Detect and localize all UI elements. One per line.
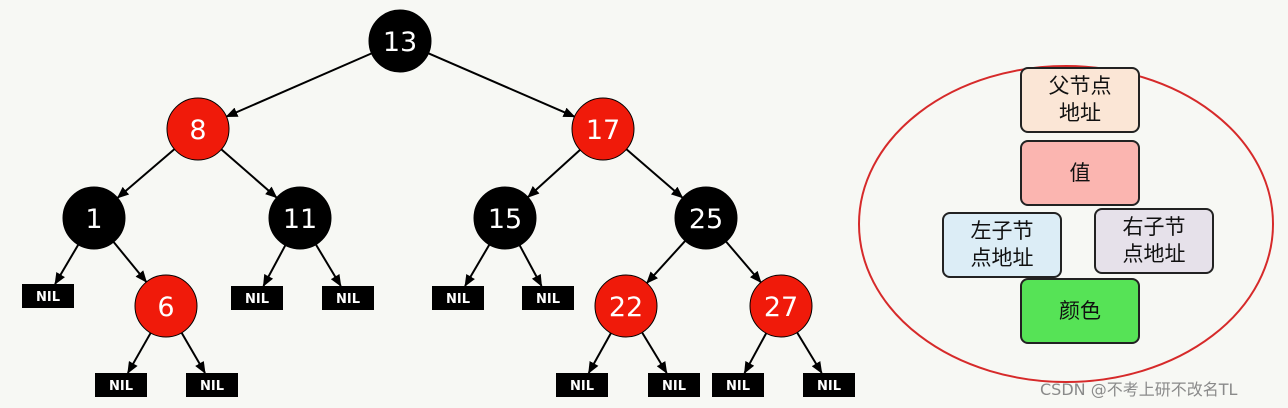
nil-label: NIL <box>109 379 133 394</box>
node-label: 22 <box>609 292 643 323</box>
node-label: 8 <box>189 115 206 146</box>
node-circle <box>166 97 230 161</box>
nil-label: NIL <box>446 292 470 307</box>
edge-n27-nil10 <box>743 332 768 374</box>
tree-node-27: 27 <box>749 274 813 338</box>
node-circle <box>473 186 537 250</box>
node-label: 11 <box>283 204 317 235</box>
nil-box <box>522 286 574 310</box>
edge-n25-n22 <box>646 240 686 284</box>
tree-node-13: 13 <box>368 9 432 73</box>
tree-node-11: 11 <box>268 186 332 250</box>
node-circle <box>268 186 332 250</box>
edge-n11-nil4 <box>262 244 287 287</box>
nil-leaf: NIL <box>556 373 608 397</box>
node-label: 15 <box>488 204 522 235</box>
node-label: 6 <box>157 292 174 323</box>
node-label: 13 <box>383 27 417 58</box>
edge-n1-nil1 <box>54 244 80 285</box>
edge-n22-nil8 <box>587 332 612 374</box>
nil-label: NIL <box>536 292 560 307</box>
right-child-address-field: 右子节 点地址 <box>1094 208 1214 274</box>
value-field: 值 <box>1020 140 1140 206</box>
nil-label: NIL <box>200 379 224 394</box>
edge-n15-nil7 <box>518 244 543 287</box>
parent-address-field: 父节点 地址 <box>1020 67 1140 133</box>
nil-box <box>648 373 700 397</box>
nil-label: NIL <box>570 379 594 394</box>
tree-node-8: 8 <box>166 97 230 161</box>
nil-leaf: NIL <box>322 286 374 310</box>
edge-n13-n8 <box>225 52 372 118</box>
nil-leaf: NIL <box>186 373 238 397</box>
node-label: 27 <box>764 292 798 323</box>
tree-node-22: 22 <box>594 274 658 338</box>
nil-label: NIL <box>336 292 360 307</box>
nil-leaf: NIL <box>712 373 764 397</box>
nil-label: NIL <box>662 379 686 394</box>
edge-n17-n25 <box>625 148 684 199</box>
nil-leaf: NIL <box>231 286 283 310</box>
edge-n8-n1 <box>116 148 176 199</box>
nil-leaf: NIL <box>803 373 855 397</box>
color-field: 颜色 <box>1020 278 1140 344</box>
nil-leaf: NIL <box>432 286 484 310</box>
edge-n6-nil3 <box>180 332 206 374</box>
node-circle <box>749 274 813 338</box>
node-circle <box>571 97 635 161</box>
nil-leaf: NIL <box>522 286 574 310</box>
watermark: CSDN @不考上研不改名TL <box>1040 380 1238 399</box>
edge-n11-nil5 <box>315 244 342 287</box>
edge-n17-n15 <box>527 149 581 198</box>
node-label: 25 <box>689 204 723 235</box>
edge-n22-nil9 <box>641 331 668 374</box>
node-circle <box>368 9 432 73</box>
tree-node-6: 6 <box>134 274 198 338</box>
node-circle <box>594 274 658 338</box>
edge-n27-nil11 <box>796 331 823 374</box>
edge-n6-nil2 <box>126 332 152 374</box>
edge-n1-n6 <box>112 241 148 283</box>
nil-box <box>95 373 147 397</box>
edge-n13-n17 <box>428 52 576 118</box>
edge-n25-n27 <box>725 240 762 284</box>
tree-node-15: 15 <box>473 186 537 250</box>
node-circle <box>134 274 198 338</box>
edge-n15-nil6 <box>464 244 491 287</box>
nil-box <box>322 286 374 310</box>
nil-label: NIL <box>726 379 750 394</box>
node-label: 1 <box>85 204 102 235</box>
node-circle <box>62 186 126 250</box>
nil-box <box>432 286 484 310</box>
tree-node-25: 25 <box>674 186 738 250</box>
nil-leaf: NIL <box>648 373 700 397</box>
node-label: 17 <box>586 115 620 146</box>
nil-label: NIL <box>245 292 269 307</box>
node-circle <box>674 186 738 250</box>
nil-label: NIL <box>36 290 60 305</box>
left-child-address-field: 左子节 点地址 <box>942 212 1062 278</box>
nil-box <box>556 373 608 397</box>
nil-box <box>712 373 764 397</box>
tree-node-1: 1 <box>62 186 126 250</box>
tree-node-17: 17 <box>571 97 635 161</box>
nil-box <box>231 286 283 310</box>
nil-box <box>186 373 238 397</box>
nil-leaf: NIL <box>95 373 147 397</box>
nil-leaf: NIL <box>22 284 74 308</box>
nil-box <box>803 373 855 397</box>
nil-box <box>22 284 74 308</box>
nil-label: NIL <box>817 379 841 394</box>
edge-n8-n11 <box>220 148 278 199</box>
